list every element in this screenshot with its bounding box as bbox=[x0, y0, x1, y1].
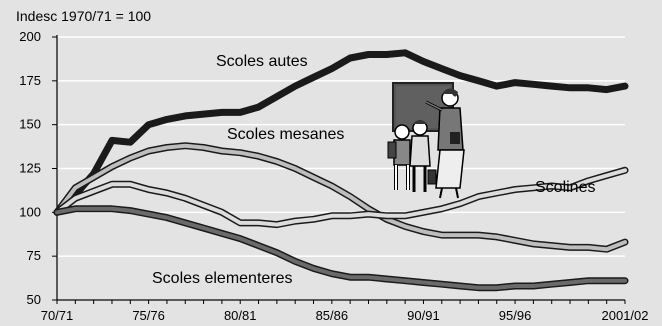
y-tick-label: 175 bbox=[19, 73, 41, 88]
axes: 50 75 100 125 150 175 200 70/71 75/76 80/81 85/86 9… bbox=[19, 29, 648, 323]
series-line-scoles-mesanes bbox=[55, 143, 627, 252]
series-line-scoles-elementeres bbox=[55, 206, 627, 290]
y-tick-label: 125 bbox=[19, 161, 41, 176]
y-tick-label: 150 bbox=[19, 117, 41, 132]
y-axis-note: Indesc 1970/71 = 100 bbox=[16, 8, 151, 24]
series-line-scolines bbox=[55, 168, 627, 227]
series-label-scoles-mesanes: Scoles mesanes bbox=[227, 126, 344, 143]
y-tick-label: 50 bbox=[27, 292, 41, 307]
y-tick-label: 75 bbox=[27, 248, 41, 263]
x-tick-label: 80/81 bbox=[224, 308, 257, 323]
series-label-scoles-elementeres: Scoles elementeres bbox=[152, 270, 293, 287]
x-tick-label: 85/86 bbox=[316, 308, 349, 323]
series bbox=[53, 49, 629, 292]
x-tick-label: 90/91 bbox=[407, 308, 440, 323]
series-label-scoles-autes: Scoles autes bbox=[216, 53, 308, 70]
x-tick-label: 70/71 bbox=[41, 308, 74, 323]
teacher-illustration-icon bbox=[387, 82, 465, 199]
x-tick-label: 75/76 bbox=[132, 308, 165, 323]
y-tick-label: 100 bbox=[19, 204, 41, 219]
series-label-scolines: Scolines bbox=[535, 179, 595, 196]
x-tick-label: 2001/02 bbox=[602, 308, 649, 323]
x-tick-label: 95/96 bbox=[499, 308, 532, 323]
series-line-scoles-autes bbox=[53, 49, 629, 216]
y-tick-label: 200 bbox=[19, 29, 41, 44]
